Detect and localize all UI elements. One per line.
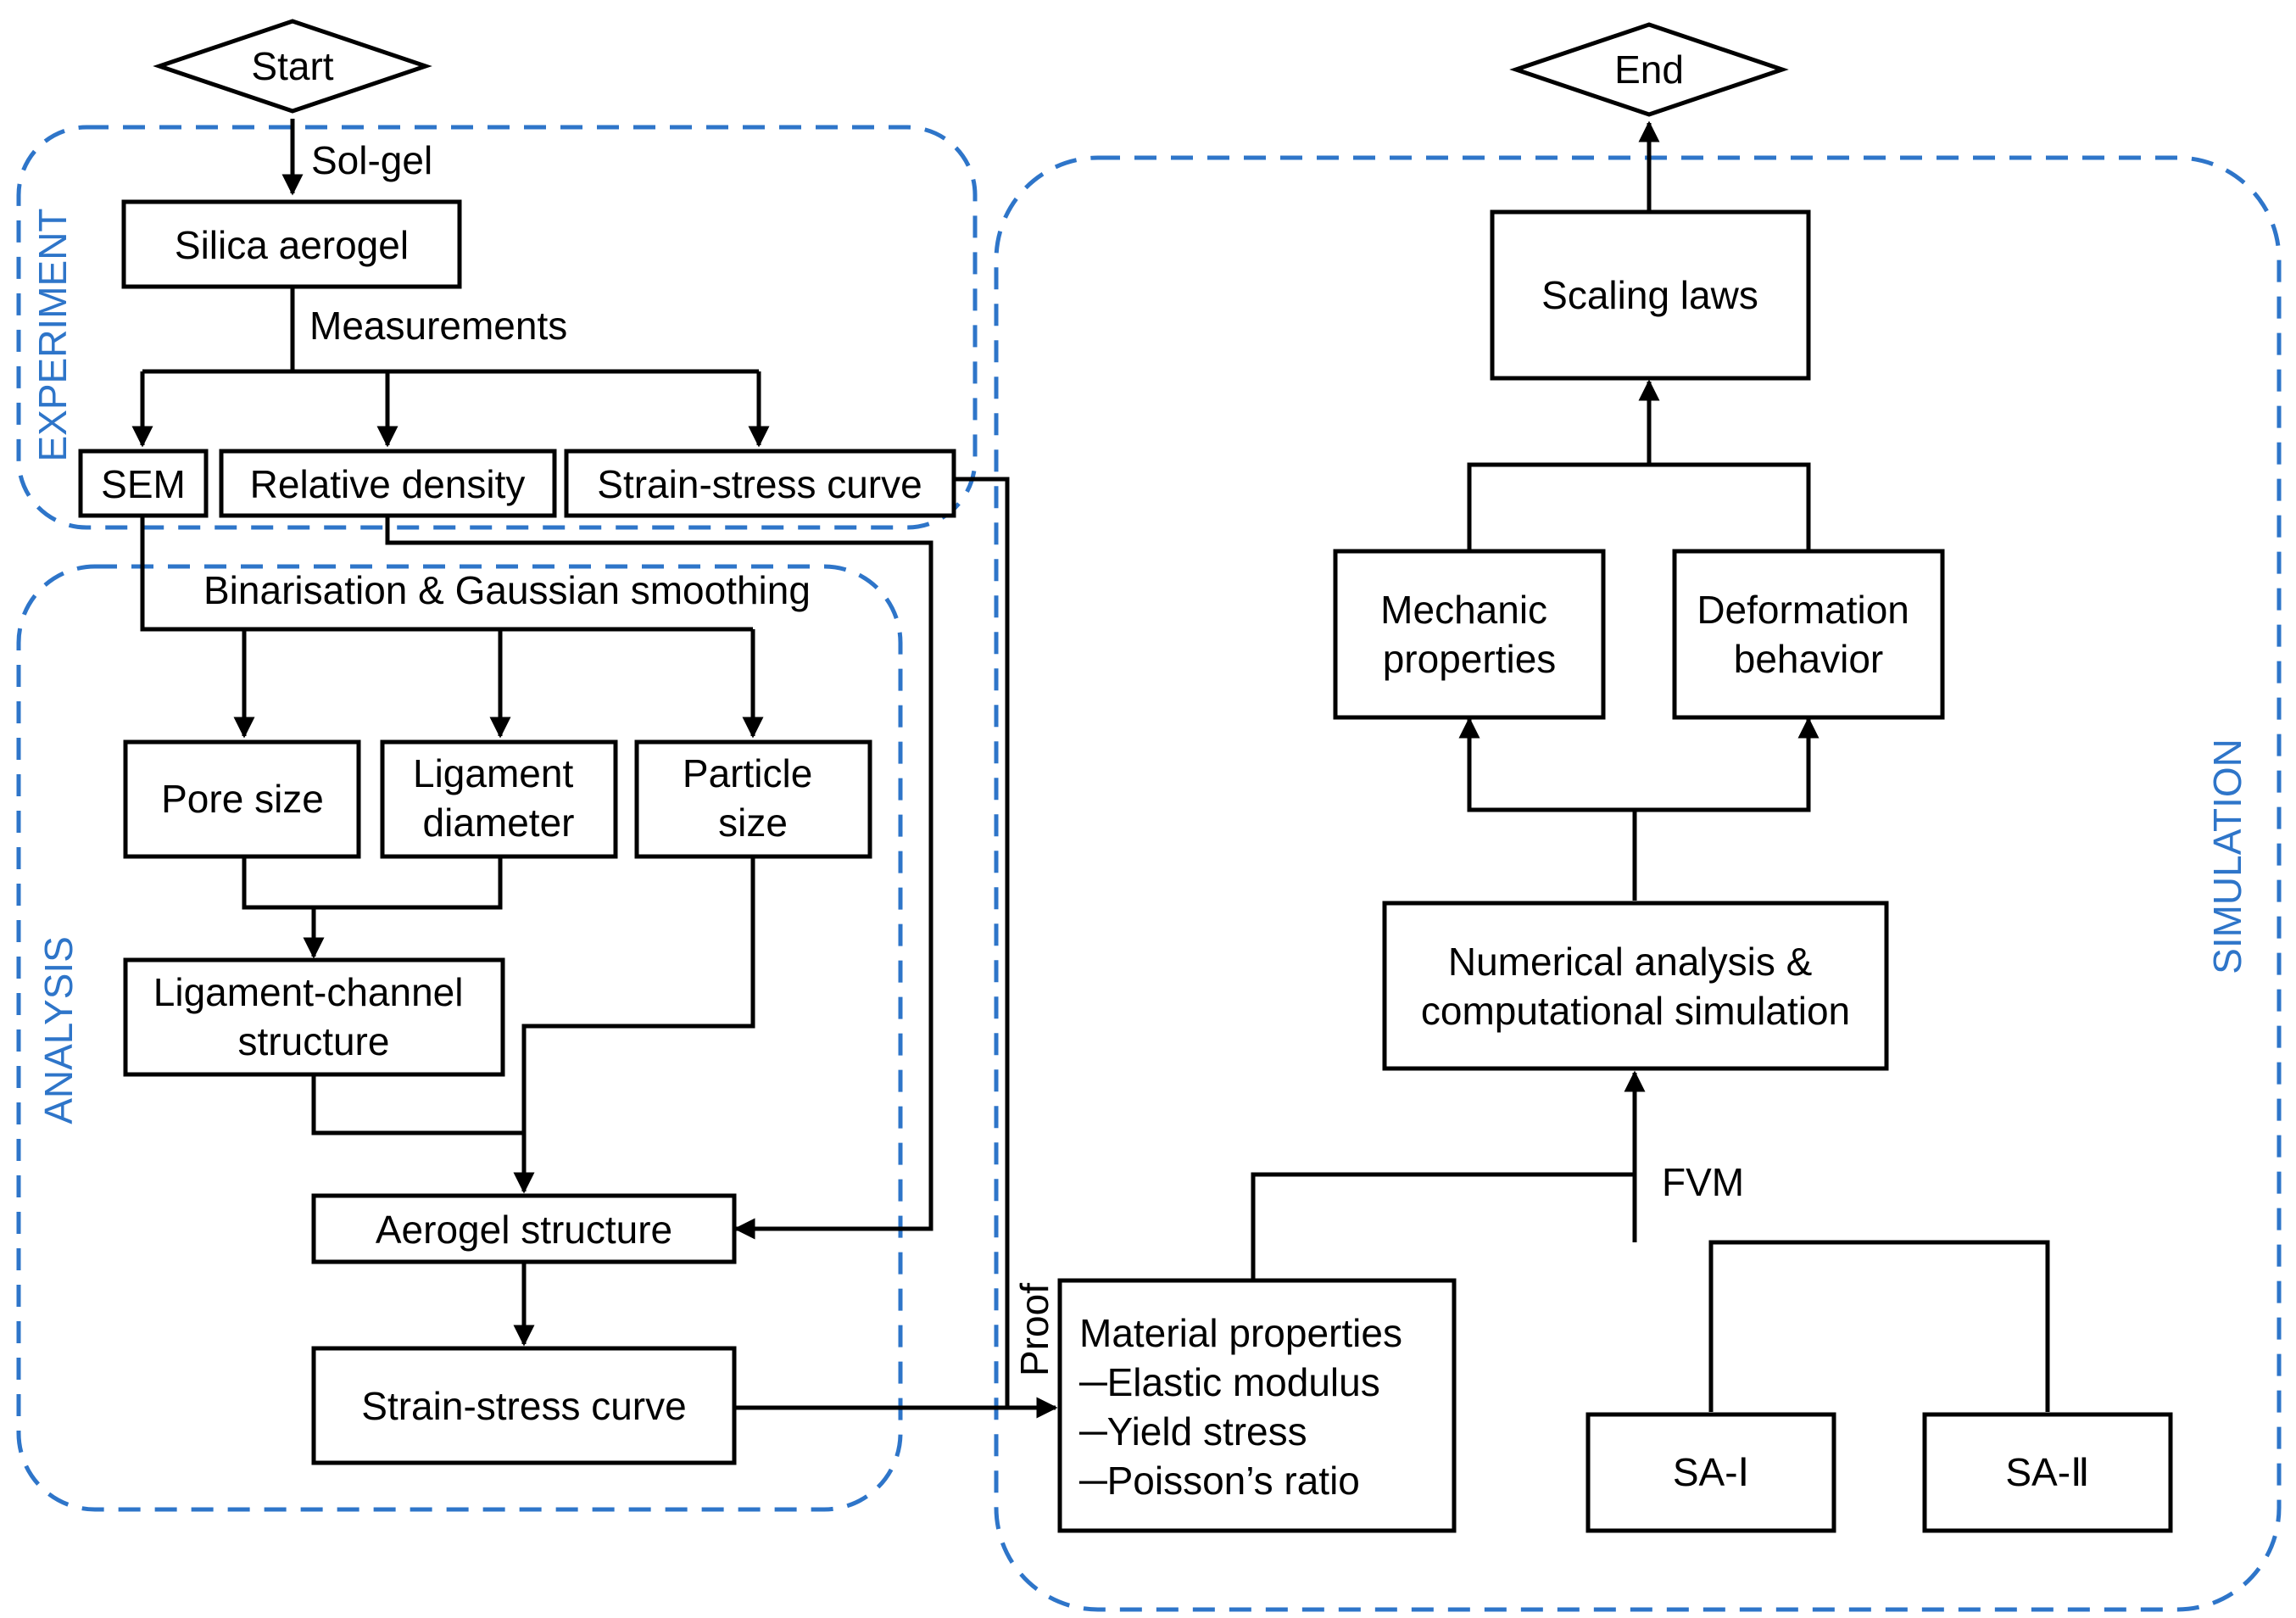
sa1-box (1585, 1412, 1836, 1533)
relative-density-label: Relative density (250, 462, 526, 506)
deformation-behavior-label: Deformation behavior (1697, 588, 1920, 681)
sa1-label: SA-Ⅰ (1673, 1450, 1749, 1494)
aerogel-structure-box (311, 1193, 737, 1264)
ligament-channel-line-2: structure (238, 1019, 390, 1063)
silica-aerogel-label: Silica aerogel (175, 223, 409, 267)
sol-gel-label: Sol-gel (311, 138, 432, 182)
connector-relative-density-to-aerogel (385, 517, 933, 1240)
simulation-region (994, 155, 2282, 1612)
particle-size-label: Particle size (683, 751, 823, 845)
experiment-region (16, 125, 978, 530)
aerogel-structure-label: Aerogel structure (376, 1208, 672, 1252)
material-properties-label: Material properties ─Elastic modulus ─Yi… (1078, 1311, 1413, 1503)
analysis-region (16, 564, 903, 1512)
numerical-analysis-label: Numerical analysis & computational simul… (1421, 940, 1850, 1033)
numerical-analysis-box (1382, 901, 1889, 1071)
particle-size-box (634, 739, 872, 859)
relative-density-box (219, 449, 557, 518)
measurements-label: Measurements (309, 304, 567, 348)
analysis-strain-stress-label: Strain-stress curve (361, 1384, 686, 1428)
ligament-diameter-label: Ligament diameter (413, 751, 584, 845)
pore-size-label: Pore size (161, 777, 324, 821)
particle-size-line-2: size (718, 801, 788, 845)
end-label: End (1614, 47, 1684, 92)
experiment-region-label: EXPERIMENT (31, 208, 75, 461)
deformation-behavior-line-2: behavior (1734, 637, 1883, 681)
ligament-channel-line-1: Ligament-channel (153, 970, 464, 1014)
simulation-region-label: SIMULATION (2205, 739, 2249, 974)
silica-aerogel-box (121, 199, 462, 289)
connector-sem-binarisation (140, 517, 753, 632)
start-terminal (153, 19, 432, 114)
connector-sa1-sa2 (1708, 1240, 2050, 1412)
sa2-box (1922, 1412, 2173, 1533)
ligament-diameter-line-2: diameter (423, 801, 575, 845)
scaling-laws-box (1490, 209, 1811, 381)
material-properties-title: Material properties (1079, 1311, 1402, 1355)
sem-box (78, 449, 209, 518)
connector-particle-to-aerogel (513, 858, 755, 1194)
connector-numerical-split (1458, 717, 1637, 901)
ligament-channel-label: Ligament-channel structure (153, 970, 474, 1063)
numerical-analysis-line-2: computational simulation (1421, 989, 1850, 1033)
experiment-strain-stress-label: Strain-stress curve (597, 462, 922, 506)
pore-size-box (123, 739, 361, 859)
deformation-behavior-line-1: Deformation (1697, 588, 1909, 632)
scaling-laws-label: Scaling laws (1541, 273, 1758, 317)
mechanic-properties-label: Mechanic properties (1380, 588, 1558, 681)
binarisation-label: Binarisation & Gaussian smoothing (203, 568, 811, 612)
analysis-strain-stress-box (311, 1346, 737, 1465)
yield-stress-item: ─Yield stress (1078, 1409, 1307, 1453)
elastic-modulus-item: ─Elastic modulus (1078, 1360, 1380, 1404)
ligament-diameter-box (380, 739, 618, 859)
start-label: Start (251, 44, 333, 88)
proof-label: Proof (1012, 1283, 1056, 1376)
mechanic-properties-line-2: properties (1383, 637, 1557, 681)
analysis-region-label: ANALYSIS (36, 936, 81, 1124)
connector-numerical-to-deformation (1635, 717, 1820, 812)
experiment-strain-stress-box (564, 449, 956, 518)
ligament-diameter-line-1: Ligament (413, 751, 573, 795)
mechanic-properties-line-1: Mechanic (1380, 588, 1547, 632)
end-terminal (1509, 22, 1789, 117)
sem-label: SEM (101, 462, 186, 506)
mechanic-properties-box (1333, 549, 1606, 720)
deformation-behavior-box (1672, 549, 1945, 720)
fvm-label: FVM (1662, 1160, 1744, 1204)
poissons-ratio-item: ─Poisson’s ratio (1078, 1459, 1360, 1503)
ligament-channel-box (123, 957, 505, 1077)
material-properties-box (1057, 1278, 1457, 1533)
connector-ligament-channel-to-aerogel (311, 1075, 524, 1135)
connector-material-fvm (1251, 1172, 1635, 1280)
sa2-label: SA-Ⅱ (2005, 1450, 2089, 1494)
particle-size-line-1: Particle (683, 751, 812, 795)
connector-proof (954, 477, 1010, 1408)
connector-properties-merge (1467, 462, 1811, 551)
numerical-analysis-line-1: Numerical analysis & (1448, 940, 1812, 984)
connector-pore-ligament-merge (242, 858, 503, 910)
